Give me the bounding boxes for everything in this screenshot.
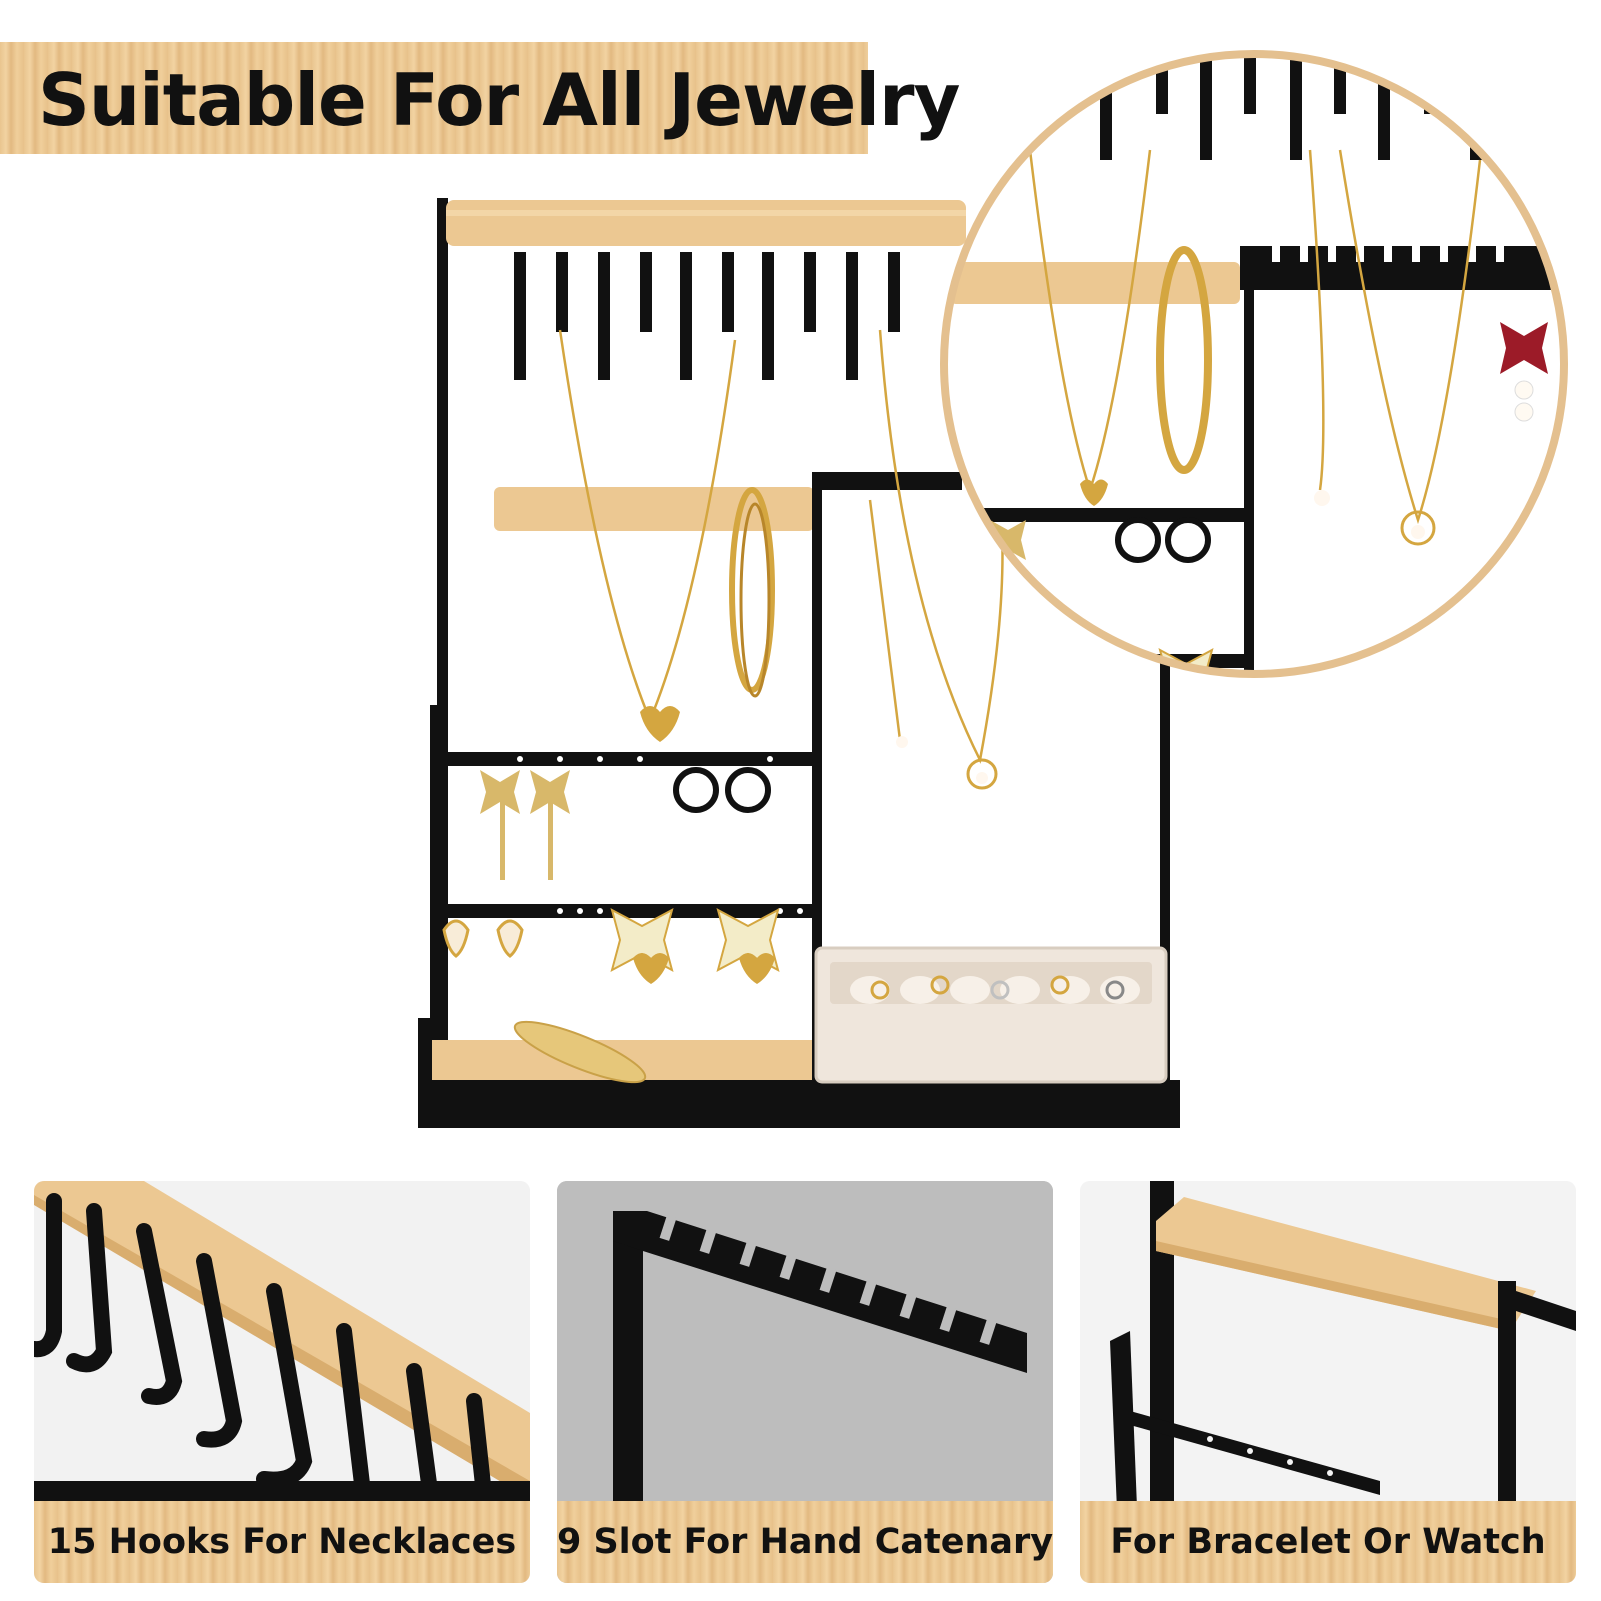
panel-caption-bracelet: For Bracelet Or Watch [1080,1501,1576,1583]
panel-caption-hooks: 15 Hooks For Necklaces [34,1501,530,1583]
panel-caption-slots: 9 Slot For Hand Catenary [557,1501,1053,1583]
stand-frame [418,198,1180,1128]
feature-panel-hooks: 15 Hooks For Necklaces [34,1181,530,1583]
title-banner: Suitable For All Jewelry [0,42,960,154]
page-title: Suitable For All Jewelry [38,58,960,142]
jewelry-items [558,329,1004,764]
jewelry-stand-illustration [418,198,1180,1128]
feature-panel-bracelet: For Bracelet Or Watch [1080,1181,1576,1583]
jewelry-charms [442,706,1125,1084]
zoom-detail-circle [940,50,1568,678]
feature-panel-slots: 9 Slot For Hand Catenary [557,1181,1053,1583]
